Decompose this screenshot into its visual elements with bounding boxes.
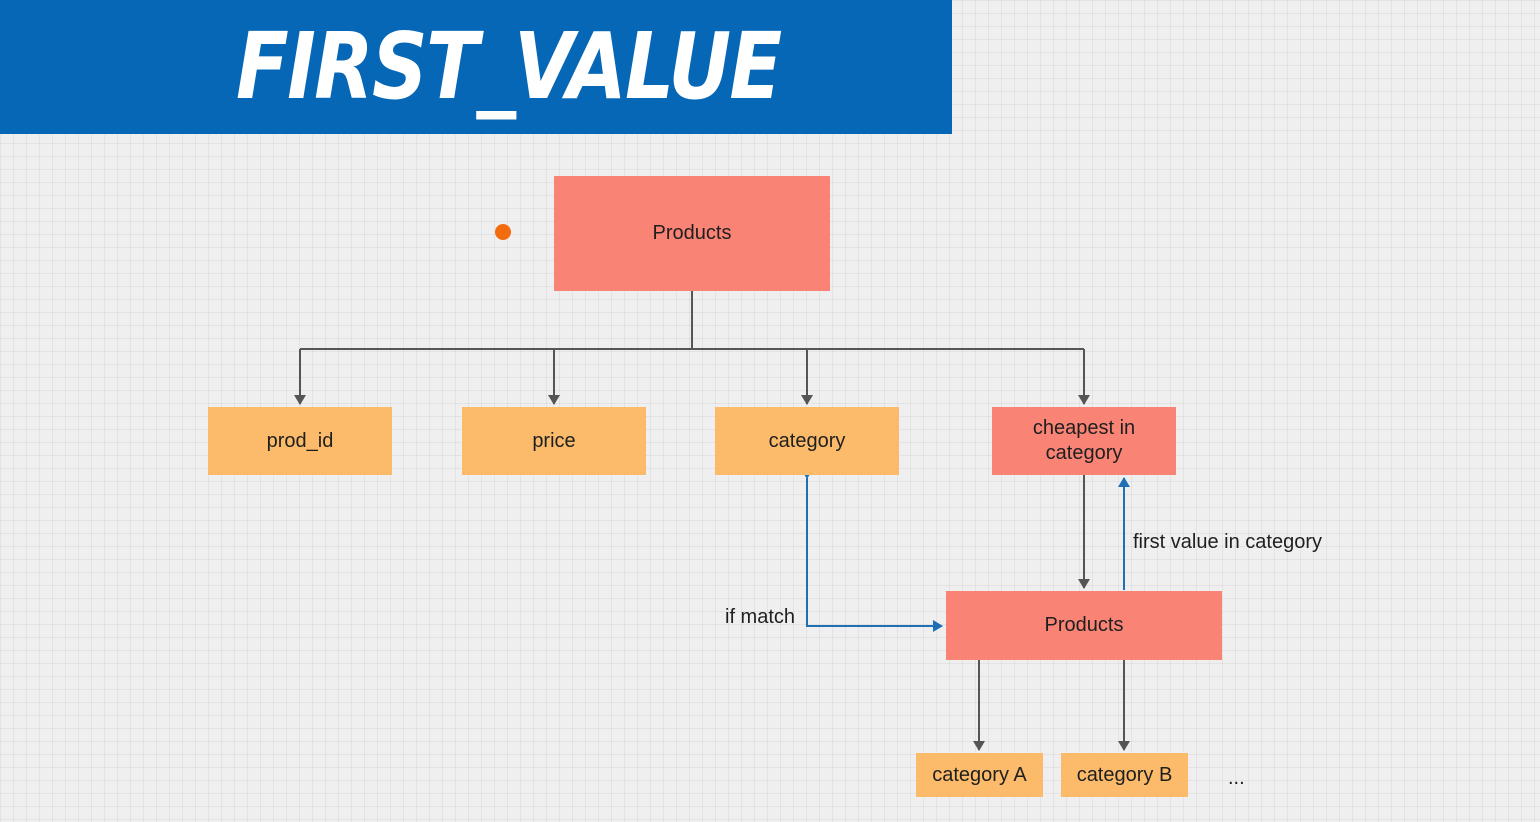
arrow-if-match [801,469,943,632]
price-label: price [532,429,576,452]
category-a-node: category A [916,753,1043,797]
prod-id-label: prod_id [266,429,334,452]
cheapest-label-line2: category [1045,442,1123,464]
first-value-label: first value in category [1133,531,1322,553]
category-a-label: category A [932,763,1027,786]
prod-id-node: prod_id [208,407,392,475]
if-match-label: if match [725,606,796,628]
category-node: category [715,407,899,475]
cheapest-label-line1: cheapest in [1032,417,1136,439]
category-b-node: category B [1061,753,1188,797]
products-top-label: Products [652,222,732,244]
products-bottom-node: Products [946,591,1222,660]
products-bottom-label: Products [1044,614,1124,636]
cheapest-in-category-node: cheapest in category [992,407,1176,475]
title-banner: FIRST_VALUE [0,0,952,134]
products-top-node: Products [554,176,830,291]
page-title: FIRST_VALUE [236,13,782,120]
category-label: category [768,429,846,452]
ellipsis-label: ... [1228,767,1245,789]
category-b-label: category B [1076,763,1173,786]
price-node: price [462,407,646,475]
cursor-dot [495,224,511,240]
